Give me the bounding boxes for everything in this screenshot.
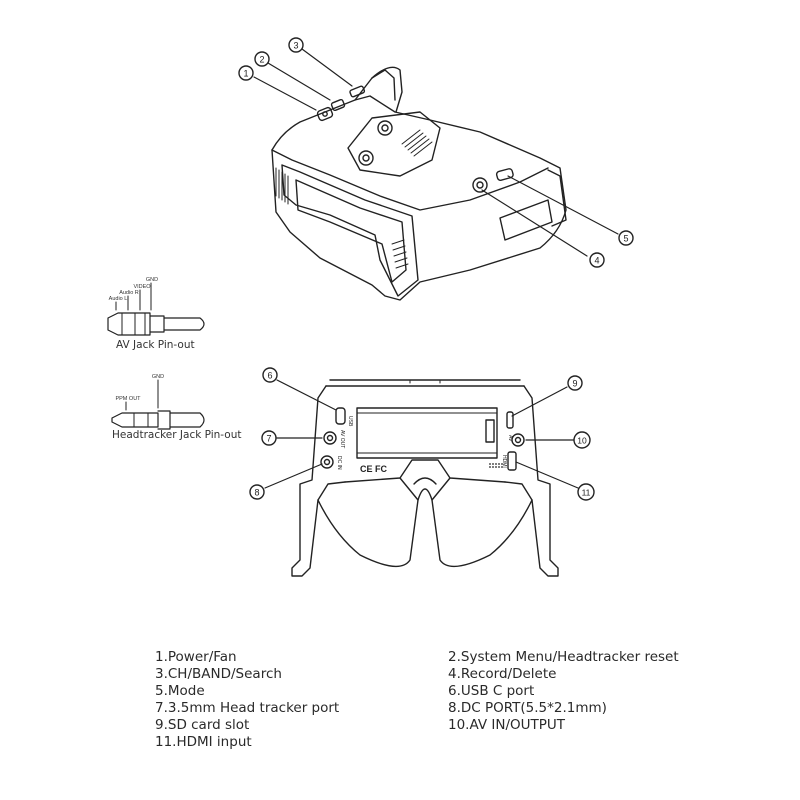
svg-text:8: 8 (254, 488, 259, 498)
record-delete-button[interactable] (472, 177, 488, 193)
av-pin-video: VIDEO (133, 284, 151, 290)
ht-pin-gnd: GND (152, 374, 164, 380)
headtracker-jack-diagram: PPM OUT GND Headtracker Jack Pin-out (111, 374, 242, 441)
callout-1: 1 (238, 65, 254, 81)
legend-item: 6.USB C port (448, 683, 535, 699)
svg-text:5: 5 (623, 234, 628, 244)
svg-text:1: 1 (243, 69, 248, 79)
antenna-connector-left (358, 150, 374, 166)
callout-11: 11 (577, 483, 595, 501)
svg-text:6: 6 (267, 371, 272, 381)
svg-text:7: 7 (266, 434, 271, 444)
callout-10: 10 (573, 431, 591, 449)
headtracker-jack-caption: Headtracker Jack Pin-out (112, 429, 242, 441)
callout-3: 3 (288, 37, 304, 53)
legend-item: 11.HDMI input (155, 734, 252, 750)
goggle-perspective-view (271, 66, 567, 301)
av-jack-diagram: Audio L Audio R VIDEO GND AV Jack Pin-ou… (107, 277, 205, 351)
fan-grille (401, 129, 433, 157)
legend-item: 10.AV IN/OUTPUT (448, 717, 566, 733)
goggle-bottom-view: USB AV OUT DC IN AV HDMI CE FC (291, 379, 559, 577)
legend-left-column: 1.Power/Fan 3.CH/BAND/Search 5.Mode 7.3.… (155, 649, 339, 751)
av-io-port[interactable] (511, 433, 525, 447)
svg-text:9: 9 (572, 379, 577, 389)
callout-7: 7 (261, 430, 277, 446)
battery-compartment (356, 407, 498, 459)
side-vent-left (275, 167, 289, 205)
label-av: AV (507, 435, 513, 442)
legend-item: 5.Mode (155, 683, 205, 699)
svg-text:11: 11 (582, 488, 591, 498)
certification-marks: CE FC (360, 464, 388, 474)
system-menu-button[interactable] (330, 98, 346, 112)
svg-text:4: 4 (594, 256, 599, 266)
callouts-bottom (264, 379, 579, 489)
legend-right-column: 2.System Menu/Headtracker reset 4.Record… (448, 649, 679, 734)
ht-pin-ppm-out: PPM OUT (115, 396, 141, 402)
hdmi-dot-grid (489, 463, 503, 468)
callout-8: 8 (249, 484, 265, 500)
label-av-out: AV OUT (339, 430, 345, 448)
callout-6: 6 (262, 367, 278, 383)
legend-item: 7.3.5mm Head tracker port (155, 700, 340, 716)
label-usb: USB (347, 416, 353, 427)
legend-item: 2.System Menu/Headtracker reset (448, 649, 679, 665)
headtracker-jack-port[interactable] (323, 431, 337, 445)
legend-item: 9.SD card slot (155, 717, 250, 733)
legend-item: 3.CH/BAND/Search (155, 666, 282, 682)
callout-5: 5 (618, 230, 634, 246)
callout-9: 9 (567, 375, 583, 391)
legend-item: 4.Record/Delete (448, 666, 557, 682)
hdmi-port[interactable] (507, 451, 517, 471)
av-pin-audio-r: Audio R (119, 290, 139, 296)
sd-card-slot[interactable] (506, 411, 514, 429)
legend-item: 8.DC PORT(5.5*2.1mm) (448, 700, 607, 716)
av-pin-audio-l: Audio L (109, 296, 128, 302)
callout-2: 2 (254, 51, 270, 67)
antenna-connector-right (377, 120, 393, 136)
callout-4: 4 (589, 252, 605, 268)
dc-port[interactable] (320, 455, 334, 469)
power-fan-button[interactable] (316, 106, 334, 122)
mode-button[interactable] (495, 168, 514, 181)
av-jack-caption: AV Jack Pin-out (116, 339, 195, 351)
front-vent-dots (391, 239, 409, 269)
svg-text:10: 10 (577, 436, 587, 446)
label-hdmi: HDMI (501, 455, 507, 468)
ch-band-search-button[interactable] (349, 85, 366, 98)
label-dc-in: DC IN (336, 456, 342, 470)
svg-text:2: 2 (259, 55, 264, 65)
svg-text:3: 3 (293, 41, 298, 51)
legend-item: 1.Power/Fan (155, 649, 237, 665)
callouts-top (253, 48, 619, 257)
usb-c-port[interactable] (335, 407, 346, 425)
av-pin-gnd: GND (146, 277, 158, 283)
